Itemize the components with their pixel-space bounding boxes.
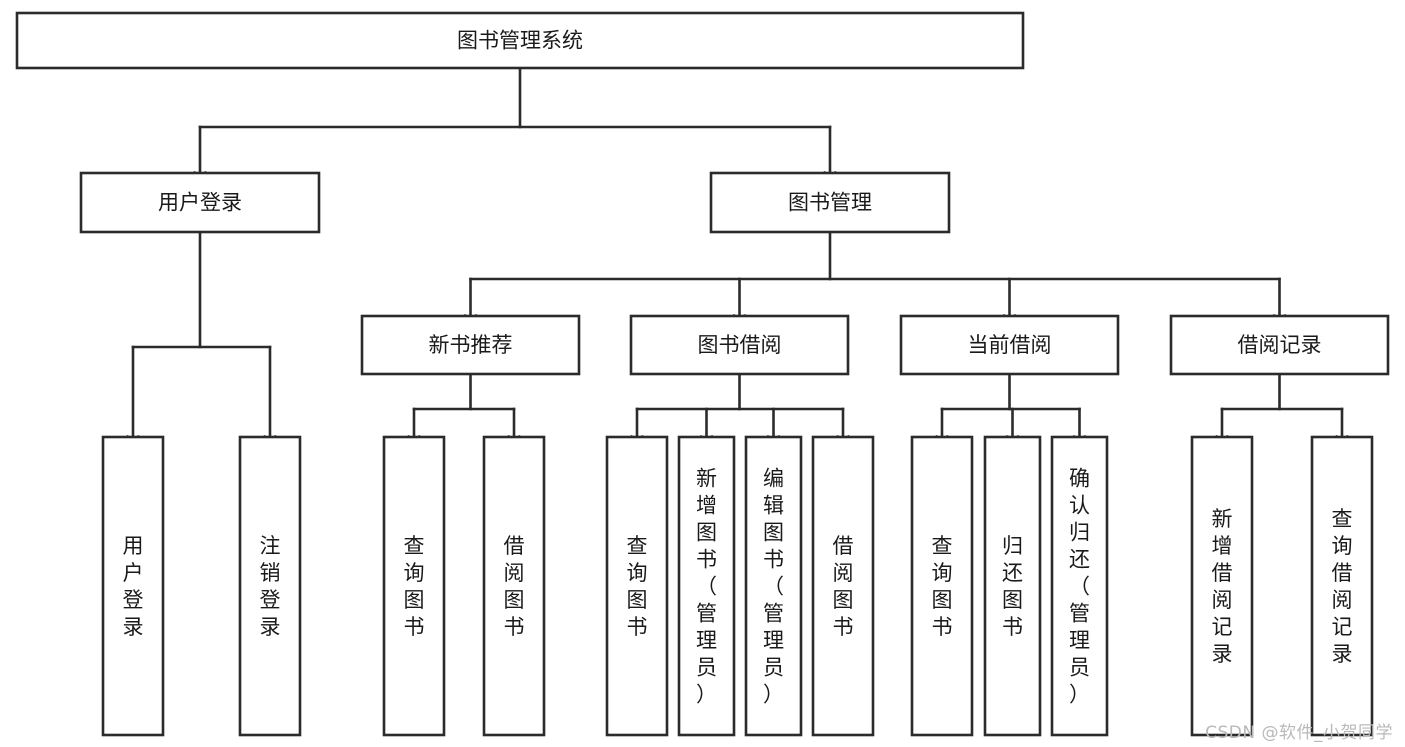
node-label-root: 图书管理系统 (457, 29, 583, 53)
node-box-leaf-10 (983, 435, 1042, 737)
node-root[interactable]: 图书管理系统 (15, 11, 1025, 70)
node-box-leaf-8 (811, 435, 875, 737)
node-leaf-13[interactable]: 查询借阅记录 (1310, 435, 1374, 737)
node-label-leaf-8: 借阅图书 (833, 534, 854, 639)
edges-layer (126, 66, 1349, 446)
node-label-newbook: 新书推荐 (429, 333, 513, 357)
node-label-leaf-11: 确认归还（管理员） (1069, 467, 1090, 707)
node-box-borrow (629, 314, 850, 376)
node-box-leaf-4 (482, 435, 546, 737)
node-label-leaf-7: 编辑图书（管理员） (763, 467, 784, 707)
node-box-leaf-7 (744, 435, 803, 737)
node-label-login: 用户登录 (158, 191, 242, 215)
node-leaf-12[interactable]: 新增借阅记录 (1190, 435, 1254, 737)
node-box-leaf-13 (1310, 435, 1374, 737)
node-label-leaf-2: 注销登录 (260, 534, 281, 639)
node-bookmgmt[interactable]: 图书管理 (709, 171, 951, 234)
node-label-leaf-9: 查询图书 (932, 534, 953, 639)
node-leaf-6[interactable]: 新增图书（管理员） (677, 435, 736, 737)
node-box-bookmgmt (709, 171, 951, 234)
node-label-leaf-3: 查询图书 (404, 534, 425, 639)
node-leaf-10[interactable]: 归还图书 (983, 435, 1042, 737)
node-label-leaf-1: 用户登录 (123, 534, 144, 639)
node-box-leaf-2 (238, 435, 302, 737)
node-leaf-3[interactable]: 查询图书 (382, 435, 446, 737)
node-newbook[interactable]: 新书推荐 (360, 314, 581, 376)
node-box-records (1169, 314, 1390, 376)
node-box-newbook (360, 314, 581, 376)
node-leaf-7[interactable]: 编辑图书（管理员） (744, 435, 803, 737)
node-label-leaf-13: 查询借阅记录 (1332, 507, 1353, 666)
node-leaf-1[interactable]: 用户登录 (101, 435, 165, 737)
node-login[interactable]: 用户登录 (79, 171, 321, 234)
node-leaf-2[interactable]: 注销登录 (238, 435, 302, 737)
node-leaf-4[interactable]: 借阅图书 (482, 435, 546, 737)
node-label-current: 当前借阅 (968, 333, 1052, 357)
node-leaf-11[interactable]: 确认归还（管理员） (1050, 435, 1109, 737)
node-label-leaf-6: 新增图书（管理员） (696, 467, 717, 707)
node-box-leaf-6 (677, 435, 736, 737)
node-borrow[interactable]: 图书借阅 (629, 314, 850, 376)
node-leaf-8[interactable]: 借阅图书 (811, 435, 875, 737)
node-box-leaf-11 (1050, 435, 1109, 737)
node-label-records: 借阅记录 (1238, 333, 1322, 357)
node-box-current (899, 314, 1120, 376)
node-box-login (79, 171, 321, 234)
csdn-watermark: CSDN @软件_小贺同学 (1205, 723, 1393, 743)
node-label-leaf-5: 查询图书 (627, 534, 648, 639)
node-label-bookmgmt: 图书管理 (788, 191, 872, 215)
node-box-root (15, 11, 1025, 70)
node-box-leaf-5 (605, 435, 669, 737)
node-box-leaf-3 (382, 435, 446, 737)
node-box-leaf-12 (1190, 435, 1254, 737)
node-current[interactable]: 当前借阅 (899, 314, 1120, 376)
node-records[interactable]: 借阅记录 (1169, 314, 1390, 376)
node-label-borrow: 图书借阅 (698, 333, 782, 357)
node-label-leaf-4: 借阅图书 (504, 534, 525, 639)
node-leaf-5[interactable]: 查询图书 (605, 435, 669, 737)
node-label-leaf-12: 新增借阅记录 (1212, 507, 1233, 666)
node-box-leaf-1 (101, 435, 165, 737)
node-box-leaf-9 (910, 435, 974, 737)
node-leaf-9[interactable]: 查询图书 (910, 435, 974, 737)
node-label-leaf-10: 归还图书 (1002, 534, 1023, 639)
boxes-layer: 图书管理系统用户登录图书管理新书推荐图书借阅当前借阅借阅记录用户登录注销登录查询… (15, 11, 1390, 737)
